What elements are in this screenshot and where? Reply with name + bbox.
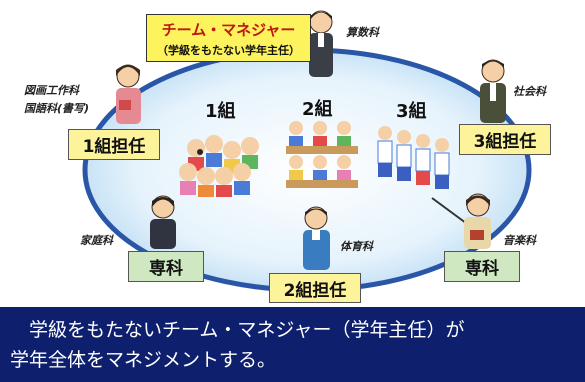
social-teacher-icon [480, 59, 506, 123]
subject-home: 家庭科 [80, 234, 113, 247]
specialist-left-box: 専科 [128, 251, 204, 282]
homeroom1-box: 1組担任 [68, 129, 160, 160]
class3-label: 3組 [396, 101, 427, 122]
class2-desks-illustration [286, 121, 358, 188]
summary-banner: 学級をもたないチーム・マネジャー（学年主任）が 学年全体をマネジメントする。 [0, 307, 585, 382]
class2-label: 2組 [302, 99, 333, 120]
subject-arts: 図画工作科 [24, 84, 79, 97]
class1-label: 1組 [205, 101, 236, 122]
class3-students-illustration [377, 126, 450, 189]
team-diagram: チーム・マネジャー （学級をもたない学年主任） 算数科 図画工作科 国語科(書写… [24, 10, 551, 303]
pe-teacher-icon [303, 206, 330, 270]
home-teacher-icon [150, 195, 176, 249]
summary-line-1: 学級をもたないチーム・マネジャー（学年主任）が [10, 319, 465, 341]
specialist-right-box: 専科 [444, 251, 520, 282]
manager-person-icon [309, 10, 333, 77]
homeroom2-box: 2組担任 [269, 273, 361, 303]
manager-label-box: チーム・マネジャー （学級をもたない学年主任） [146, 14, 311, 62]
homeroom3-box: 3組担任 [459, 124, 551, 155]
subject-pe: 体育科 [340, 240, 373, 253]
subject-music: 音楽科 [503, 234, 536, 247]
subject-social: 社会科 [513, 85, 546, 98]
manager-title: チーム・マネジャー [161, 21, 296, 39]
subject-japanese: 国語科(書写) [24, 102, 90, 115]
class1-students-illustration [179, 135, 259, 197]
summary-line-2: 学年全体をマネジメントする。 [10, 349, 277, 371]
manager-subtitle: （学級をもたない学年主任） [157, 44, 300, 57]
music-teacher-icon [431, 193, 491, 249]
subject-math: 算数科 [346, 26, 379, 39]
arts-teacher-icon [116, 64, 141, 124]
diagram-graphics [82, 10, 532, 293]
